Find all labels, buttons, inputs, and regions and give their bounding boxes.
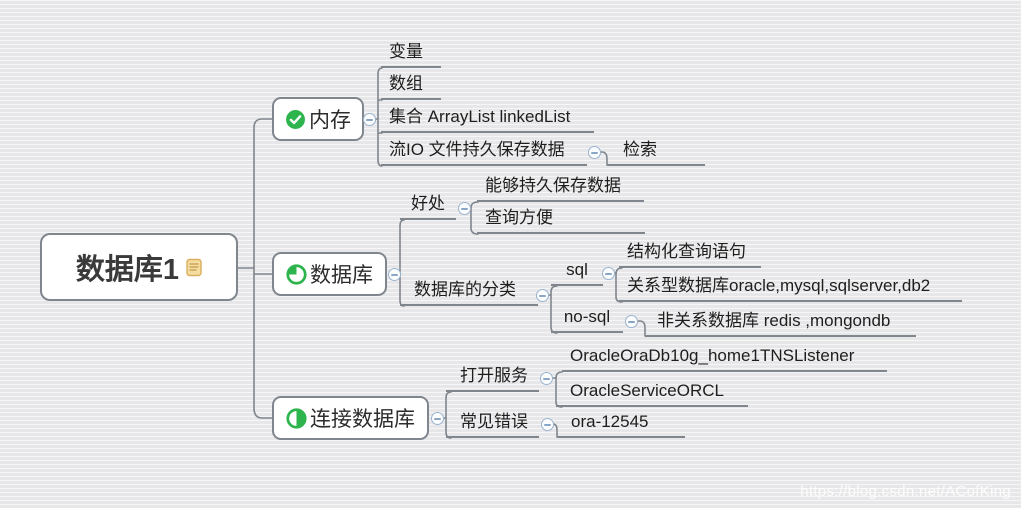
topic-retrieve-label: 检索 [623,140,657,159]
collapse-handle-memory[interactable] [363,113,376,126]
topic-relational-db[interactable]: 关系型数据库oracle,mysql,sqlserver,db2 [619,274,962,302]
collapse-handle-sql[interactable] [602,267,615,280]
minus-icon [591,151,598,154]
topic-nosql-label: no-sql [563,307,611,326]
collapse-handle-db-classification[interactable] [536,289,549,302]
topic-retrieve[interactable]: 检索 [607,138,705,166]
collapse-handle-stream-io[interactable] [588,146,601,159]
collapse-handle-benefits[interactable] [458,202,471,215]
topic-collection[interactable]: 集合 ArrayList linkedList [381,105,594,133]
topic-nonrelational-db[interactable]: 非关系数据库 redis ,mongondb [645,309,916,337]
topic-structured-query-label: 结构化查询语句 [627,242,746,261]
collapse-handle-connect-database[interactable] [431,412,444,425]
task-half-icon [286,407,307,429]
topic-ora-12545-label: ora-12545 [571,412,649,431]
topic-variable[interactable]: 变量 [381,40,441,68]
topic-memory[interactable]: 内存 [272,97,364,141]
topic-database-label: 数据库 [310,264,373,287]
topic-array-label: 数组 [389,74,423,93]
topic-oracle-service-orcl-label: OracleServiceORCL [570,381,724,400]
minus-icon [434,417,441,420]
topic-sql[interactable]: sql [551,258,603,286]
topic-collection-label: 集合 ArrayList linkedList [389,107,571,126]
topic-easy-query[interactable]: 查询方便 [477,206,645,234]
topic-open-service-label: 打开服务 [460,366,528,385]
collapse-handle-database[interactable] [388,268,401,281]
minus-icon [391,273,398,276]
collapse-handle-nosql[interactable] [625,315,638,328]
topic-stream-io-label: 流IO 文件持久保存数据 [389,140,565,159]
minus-icon [605,272,612,275]
topic-connect-database[interactable]: 连接数据库 [272,396,429,440]
topic-db-classification[interactable]: 数据库的分类 [400,278,538,306]
collapse-handle-open-service[interactable] [540,372,553,385]
topic-structured-query[interactable]: 结构化查询语句 [619,240,761,268]
topic-benefits[interactable]: 好处 [400,192,456,220]
topic-ora-12545[interactable]: ora-12545 [557,410,685,438]
minus-icon [543,377,550,380]
topic-open-service[interactable]: 打开服务 [446,364,539,392]
topic-array[interactable]: 数组 [381,72,441,100]
minus-icon [544,423,551,426]
topic-tns-listener[interactable]: OracleOraDb10g_home1TNSListener [562,344,887,372]
topic-sql-label: sql [566,260,588,279]
task-quarter-icon [286,263,307,285]
topic-memory-label: 内存 [309,109,351,132]
topic-variable-label: 变量 [389,42,423,61]
topic-db-classification-label: 数据库的分类 [414,280,516,299]
note-icon [186,258,202,277]
minus-icon [628,320,635,323]
topic-nosql[interactable]: no-sql [551,305,623,333]
minus-icon [539,294,546,297]
topic-oracle-service-orcl[interactable]: OracleServiceORCL [556,379,748,407]
topic-stream-io[interactable]: 流IO 文件持久保存数据 [381,138,587,166]
topic-nonrelational-db-label: 非关系数据库 redis ,mongondb [657,311,891,330]
topic-database[interactable]: 数据库 [272,252,387,296]
collapse-handle-common-errors[interactable] [541,418,554,431]
root-topic-label: 数据库1 [75,254,180,286]
csdn-watermark: https://blog.csdn.net/ACofKing [800,483,1011,500]
topic-easy-query-label: 查询方便 [485,208,553,227]
topic-benefits-label: 好处 [411,194,445,213]
topic-common-errors-label: 常见错误 [460,412,528,431]
minus-icon [461,207,468,210]
topic-relational-db-label: 关系型数据库oracle,mysql,sqlserver,db2 [627,276,931,295]
task-complete-icon [285,109,306,130]
minus-icon [366,118,373,121]
topic-persist-data-label: 能够持久保存数据 [485,176,621,195]
topic-tns-listener-label: OracleOraDb10g_home1TNSListener [570,346,855,365]
topic-connect-database-label: 连接数据库 [310,408,415,431]
root-topic-database1[interactable]: 数据库1 [40,233,238,301]
topic-common-errors[interactable]: 常见错误 [446,410,539,438]
topic-persist-data[interactable]: 能够持久保存数据 [477,174,644,202]
